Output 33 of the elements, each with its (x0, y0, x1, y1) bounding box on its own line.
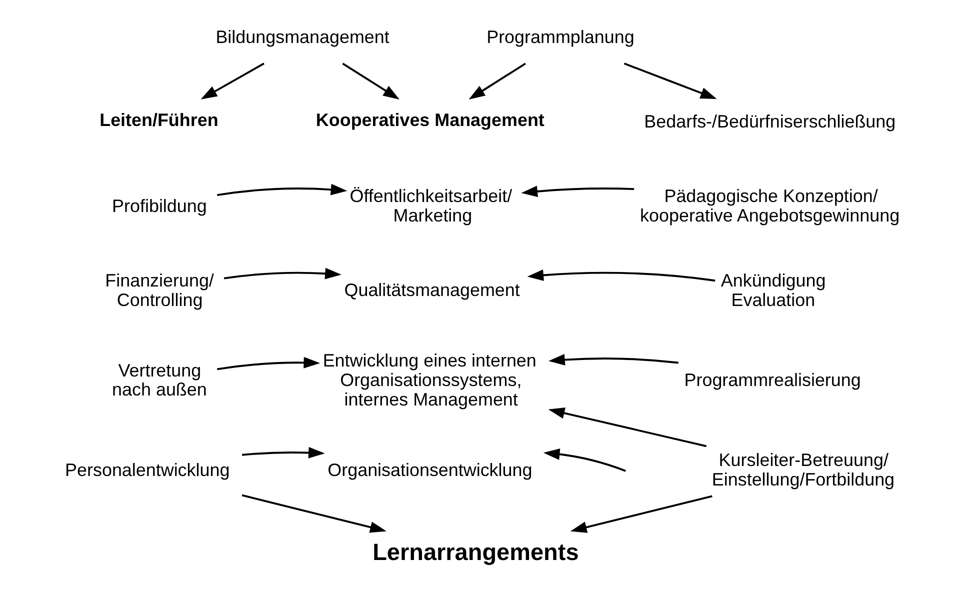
node-text: Entwicklung eines internen Organisationssystems, internes Management (322, 350, 536, 410)
node-text: Leiten/Führen (99, 110, 218, 130)
node-text: Pädagogische Konzeption/ kooperative Angebotsgewinnung (640, 186, 900, 226)
arrow (542, 448, 626, 472)
arrow (200, 62, 264, 100)
arrow (342, 62, 399, 100)
node-text: Organisationsentwicklung (327, 460, 532, 480)
arrow (570, 495, 712, 533)
arrow (216, 184, 347, 196)
arrow (548, 407, 706, 448)
arrow (468, 62, 526, 100)
node-text: Programmplanung (486, 27, 634, 48)
node-text: Bedarfs-/Bedürfniserschließung (644, 112, 896, 132)
node-text: Qualitätsmanagement (344, 280, 520, 300)
node-text: Personalentwicklung (64, 460, 230, 480)
arrow (241, 447, 324, 458)
node-text: Kursleiter-Betreuung/ Einstellung/Fortbildung (711, 450, 894, 490)
arrow (223, 268, 341, 280)
node-text: Ankündigung Evaluation (720, 270, 826, 310)
arrow (520, 186, 634, 198)
node-text: Programmrealisierung (684, 370, 860, 390)
arrow (216, 356, 320, 370)
arrow (548, 354, 678, 366)
node-text: Öffentlichkeitsarbeit/ Marketing (349, 186, 512, 226)
node-text: Profibildung (112, 196, 206, 216)
node-text: Finanzierung/ Controlling (104, 270, 214, 310)
arrow (241, 494, 386, 533)
arrow (526, 270, 715, 282)
node-text: Bildungsmanagement (215, 27, 389, 48)
node-text: Kooperatives Management (315, 110, 544, 130)
node-text: Lernarrangements (372, 538, 578, 565)
node-text: Vertretung nach außen (112, 360, 206, 400)
arrow (623, 62, 716, 99)
